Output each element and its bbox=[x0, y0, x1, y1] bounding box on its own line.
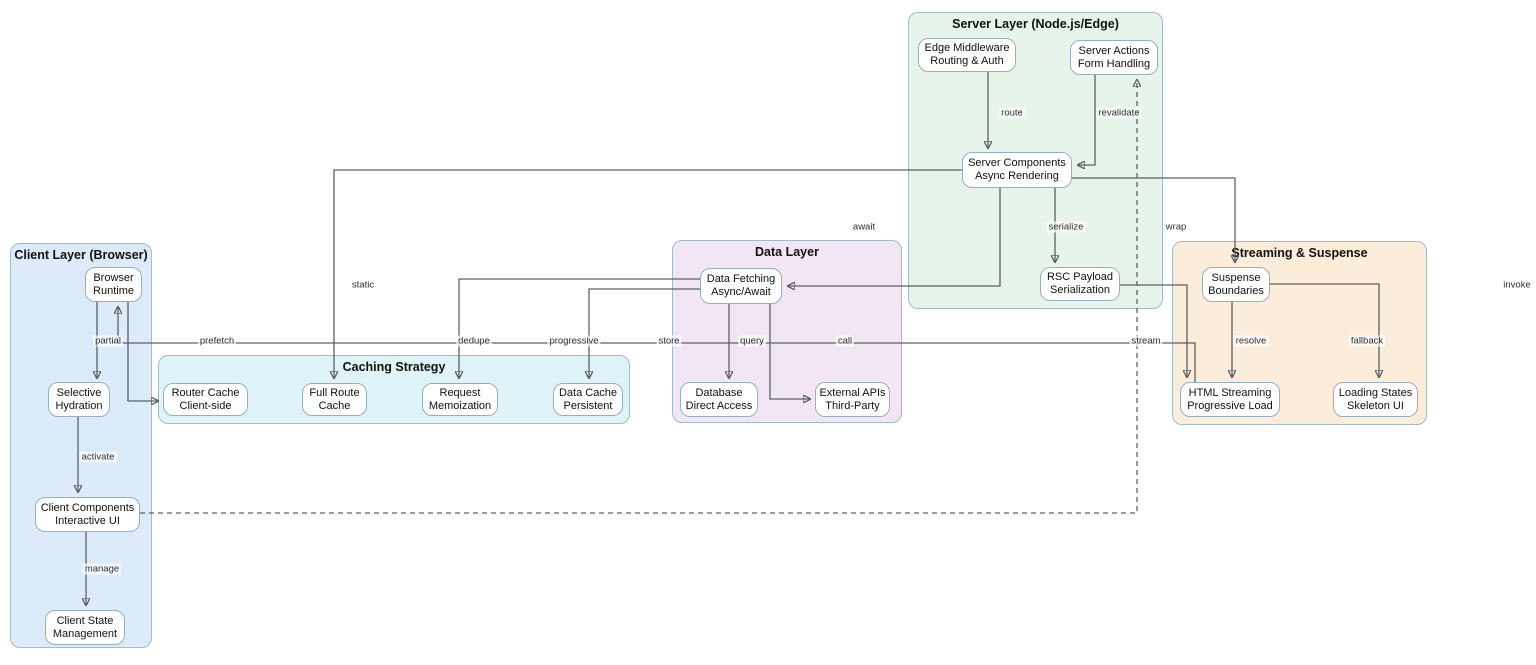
edge-label-partial: partial bbox=[93, 335, 123, 347]
edge-label-store: store bbox=[656, 335, 682, 347]
edge-static-line bbox=[334, 169, 962, 378]
node-suspense-boundaries: Suspense Boundaries bbox=[1202, 267, 1270, 302]
edge-label-invoke: invoke bbox=[1501, 279, 1533, 291]
node-html-streaming: HTML Streaming Progressive Load bbox=[1180, 382, 1280, 417]
edge-store-line bbox=[589, 288, 700, 378]
node-client-state: Client State Management bbox=[45, 610, 125, 645]
edge-label-serialize: serialize bbox=[1046, 221, 1086, 233]
edge-call-line bbox=[769, 304, 810, 399]
node-browser-runtime: Browser Runtime bbox=[85, 267, 142, 302]
container-title-caching-strategy: Caching Strategy bbox=[342, 360, 446, 374]
edge-dedupe-line bbox=[459, 278, 700, 378]
edge-label-route: route bbox=[999, 107, 1025, 119]
edge-label-revalidate: revalidate bbox=[1096, 107, 1142, 119]
node-edge-middleware: Edge Middleware Routing & Auth bbox=[918, 38, 1016, 72]
edge-label-query: query bbox=[738, 335, 766, 347]
node-external-apis: External APIs Third-Party bbox=[815, 382, 890, 417]
edge-label-activate: activate bbox=[79, 451, 117, 463]
edge-prefetch-line bbox=[127, 302, 158, 401]
node-database: Database Direct Access bbox=[680, 382, 758, 417]
container-title-client-layer: Client Layer (Browser) bbox=[14, 248, 148, 262]
edge-await-line bbox=[788, 188, 1001, 286]
edge-label-fallback: fallback bbox=[1348, 335, 1386, 347]
node-client-components: Client Components Interactive UI bbox=[35, 497, 140, 532]
edge-label-resolve: resolve bbox=[1233, 335, 1269, 347]
node-data-cache: Data Cache Persistent bbox=[553, 383, 623, 416]
edge-revalidate-line bbox=[1078, 75, 1096, 165]
node-server-components: Server Components Async Rendering bbox=[962, 152, 1072, 188]
node-selective-hydration: Selective Hydration bbox=[48, 382, 110, 417]
node-server-actions: Server Actions Form Handling bbox=[1070, 40, 1158, 75]
edge-label-wrap: wrap bbox=[1163, 221, 1189, 233]
edge-label-dedupe: dedupe bbox=[456, 335, 492, 347]
edge-label-manage: manage bbox=[82, 563, 122, 575]
edge-wrap-line bbox=[1072, 177, 1235, 262]
node-loading-states: Loading States Skeleton UI bbox=[1333, 382, 1418, 417]
container-title-server-layer: Server Layer (Node.js/Edge) bbox=[952, 17, 1119, 31]
edge-stream-line bbox=[1120, 284, 1187, 377]
edge-label-progressive: progressive bbox=[547, 335, 601, 347]
node-rsc-payload: RSC Payload Serialization bbox=[1040, 267, 1120, 301]
edge-label-static: static bbox=[349, 279, 377, 291]
edge-label-prefetch: prefetch bbox=[197, 335, 237, 347]
container-title-streaming-suspense: Streaming & Suspense bbox=[1231, 246, 1368, 260]
container-title-data-layer: Data Layer bbox=[755, 245, 819, 259]
edge-fallback-line bbox=[1270, 283, 1379, 377]
node-router-cache: Router Cache Client-side bbox=[163, 383, 248, 416]
edge-label-stream: stream bbox=[1129, 335, 1163, 347]
node-full-route-cache: Full Route Cache bbox=[302, 383, 367, 416]
edge-label-await: await bbox=[850, 221, 878, 233]
edge-label-call: call bbox=[835, 335, 855, 347]
node-data-fetching: Data Fetching Async/Await bbox=[700, 268, 782, 304]
node-request-memoization: Request Memoization bbox=[422, 383, 498, 416]
